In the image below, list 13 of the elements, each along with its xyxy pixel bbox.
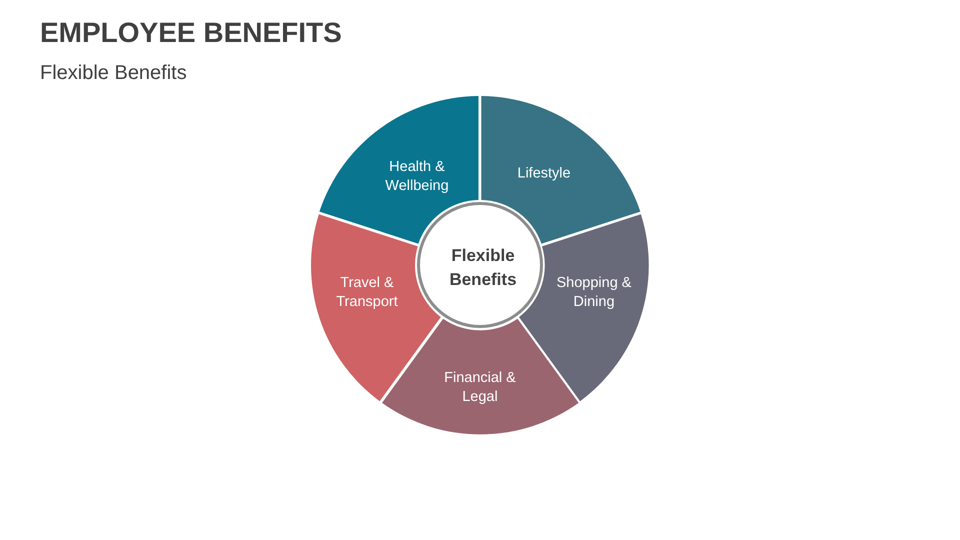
segment-label: Financial & Legal <box>443 368 516 407</box>
donut-segment <box>380 318 580 434</box>
subtitle: Flexible Benefits <box>40 61 187 85</box>
segment-label: Health & Wellbeing <box>384 158 450 196</box>
donut-segment <box>518 212 649 402</box>
donut-segment <box>480 96 641 245</box>
donut-segment <box>319 96 480 245</box>
title: EMPLOYEE BENEFITS <box>40 17 342 49</box>
segment-label: Shopping & Dining <box>556 274 632 312</box>
segment-label: Lifestyle <box>516 164 572 184</box>
segment-label: Travel & Transport <box>336 274 398 312</box>
center-label: Flexible Benefits <box>448 245 518 291</box>
donut-segment <box>311 212 442 402</box>
